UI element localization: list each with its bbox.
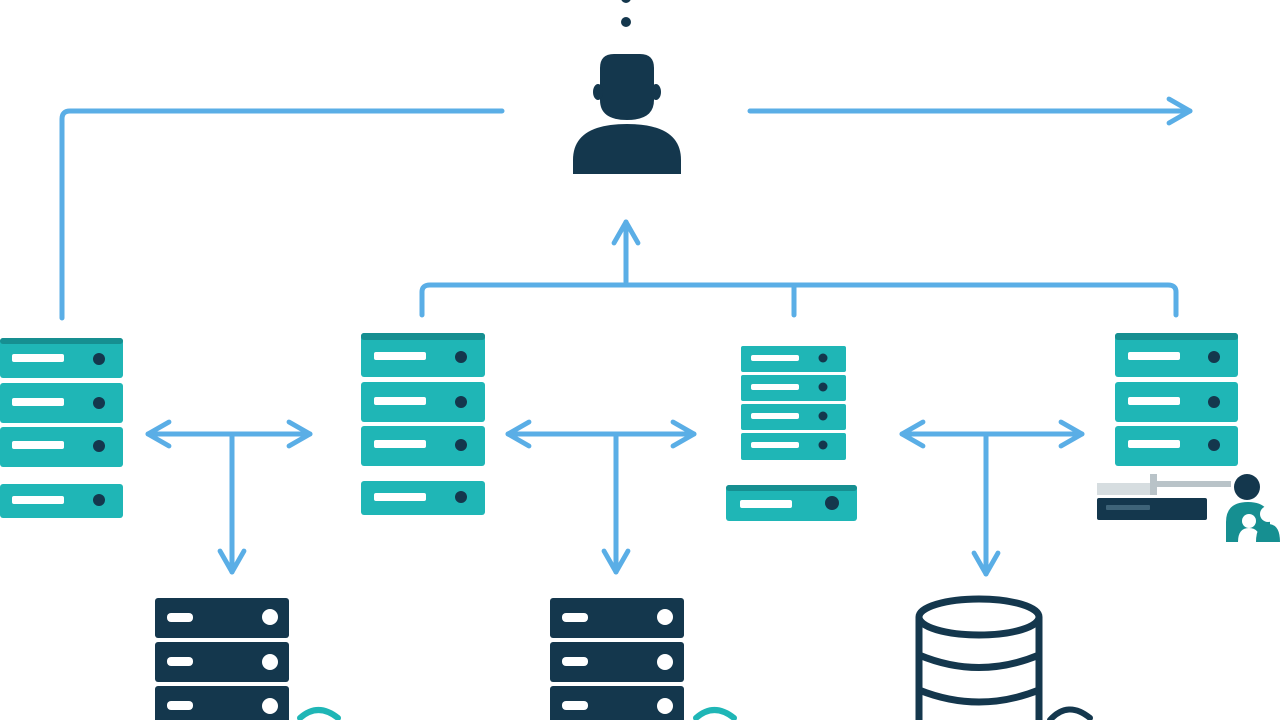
server-rack-bottom-left <box>155 598 341 720</box>
server-rack-right <box>1115 333 1238 466</box>
dot <box>621 0 631 3</box>
server-rack-center-right <box>726 346 857 521</box>
admin-user-icon <box>1226 474 1280 542</box>
database-icon <box>915 595 1093 720</box>
connector-user-left <box>59 108 505 321</box>
network-switch <box>1097 474 1231 520</box>
connector-bus <box>419 282 1179 318</box>
server-rack-center-left <box>361 333 485 515</box>
server-rack-left <box>0 338 123 518</box>
dot <box>621 17 631 27</box>
server-rack-bottom-center <box>550 598 737 720</box>
connectors <box>59 0 1193 577</box>
user-icon <box>573 54 681 174</box>
